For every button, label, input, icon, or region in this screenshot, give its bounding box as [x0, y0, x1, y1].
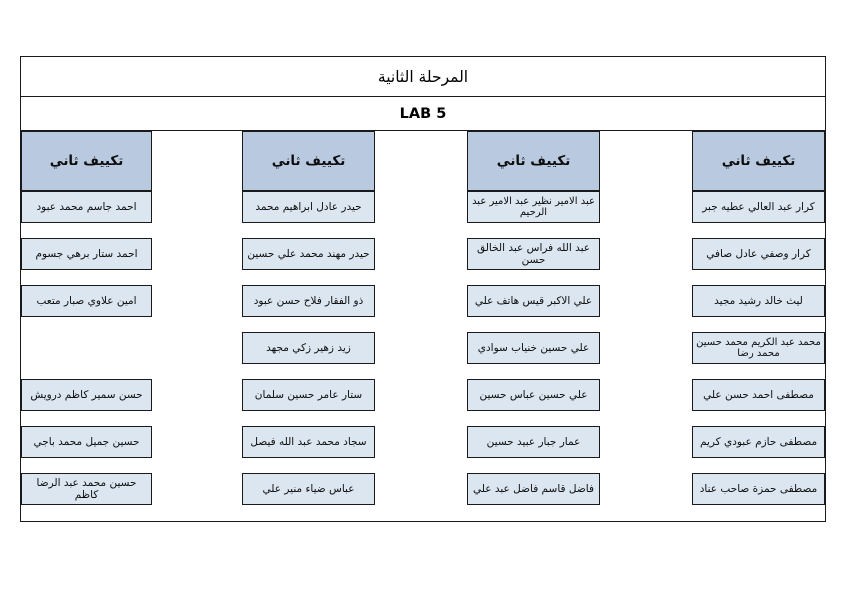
- document-table: المرحلة الثانية LAB 5 تكييف ثاني كرار عب…: [20, 56, 826, 522]
- name-cell: احمد جاسم محمد عبود: [21, 191, 152, 223]
- lab-label: LAB 5: [399, 105, 447, 122]
- group-column-3: تكييف ثاني حيدر عادل ابراهيم محمد حيدر م…: [152, 131, 375, 521]
- lab-label-row: LAB 5: [21, 97, 825, 131]
- name-cell: حسن سمير كاظم درويش: [21, 379, 152, 411]
- groups-area: تكييف ثاني كرار عبد العالي عطيه جبر كرار…: [21, 131, 825, 521]
- name-cell: امين علاوي صبار متعب: [21, 285, 152, 317]
- name-cell: سجاد محمد عبد الله فيصل: [242, 426, 375, 458]
- name-cell: علي حسين عباس حسين: [467, 379, 600, 411]
- name-cell: ستار عامر حسين سلمان: [242, 379, 375, 411]
- group-header-3: تكييف ثاني: [242, 131, 375, 191]
- name-cell: مصطفى حمزة صاحب عناد: [692, 473, 825, 505]
- name-cell: حيدر مهند محمد علي حسين: [242, 238, 375, 270]
- group-column-4: تكييف ثاني احمد جاسم محمد عبود احمد ستار…: [21, 131, 152, 521]
- name-cell: حيدر عادل ابراهيم محمد: [242, 191, 375, 223]
- name-cell: كرار وصفي عادل صافي: [692, 238, 825, 270]
- name-cell: عبد الله فراس عبد الخالق حسن: [467, 238, 600, 270]
- name-cell: حسين جميل محمد باجي: [21, 426, 152, 458]
- group-header-4: تكييف ثاني: [21, 131, 152, 191]
- name-cell: زيد زهير زكي مجهد: [242, 332, 375, 364]
- name-cell: احمد ستار برهي جسوم: [21, 238, 152, 270]
- name-cell: عباس ضياء منير علي: [242, 473, 375, 505]
- document-title-row: المرحلة الثانية: [21, 57, 825, 97]
- page-title: المرحلة الثانية: [377, 67, 469, 86]
- name-cell: مصطفى حازم عبودي كريم: [692, 426, 825, 458]
- group-header-2: تكييف ثاني: [467, 131, 600, 191]
- name-cell: ليث خالد رشيد مجيد: [692, 285, 825, 317]
- name-cell: ذو الفقار فلاح حسن عبود: [242, 285, 375, 317]
- group-header-1: تكييف ثاني: [692, 131, 825, 191]
- name-cell: عمار جبار عبيد حسين: [467, 426, 600, 458]
- name-cell: عبد الامير نظير عبد الامير عبد الرحيم: [467, 191, 600, 223]
- name-cell: حسين محمد عبد الرضا كاظم: [21, 473, 152, 505]
- group-column-2: تكييف ثاني عبد الامير نظير عبد الامير عب…: [375, 131, 600, 521]
- name-cell-empty: [21, 332, 152, 364]
- name-cell: كرار عبد العالي عطيه جبر: [692, 191, 825, 223]
- name-cell: محمد عبد الكريم محمد حسين محمد رضا: [692, 332, 825, 364]
- name-cell: فاضل قاسم فاضل عبد علي: [467, 473, 600, 505]
- name-cell: علي حسين خنياب سوادي: [467, 332, 600, 364]
- name-cell: علي الاكبر قيس هاتف علي: [467, 285, 600, 317]
- name-cell: مصطفى احمد حسن علي: [692, 379, 825, 411]
- group-column-1: تكييف ثاني كرار عبد العالي عطيه جبر كرار…: [600, 131, 825, 521]
